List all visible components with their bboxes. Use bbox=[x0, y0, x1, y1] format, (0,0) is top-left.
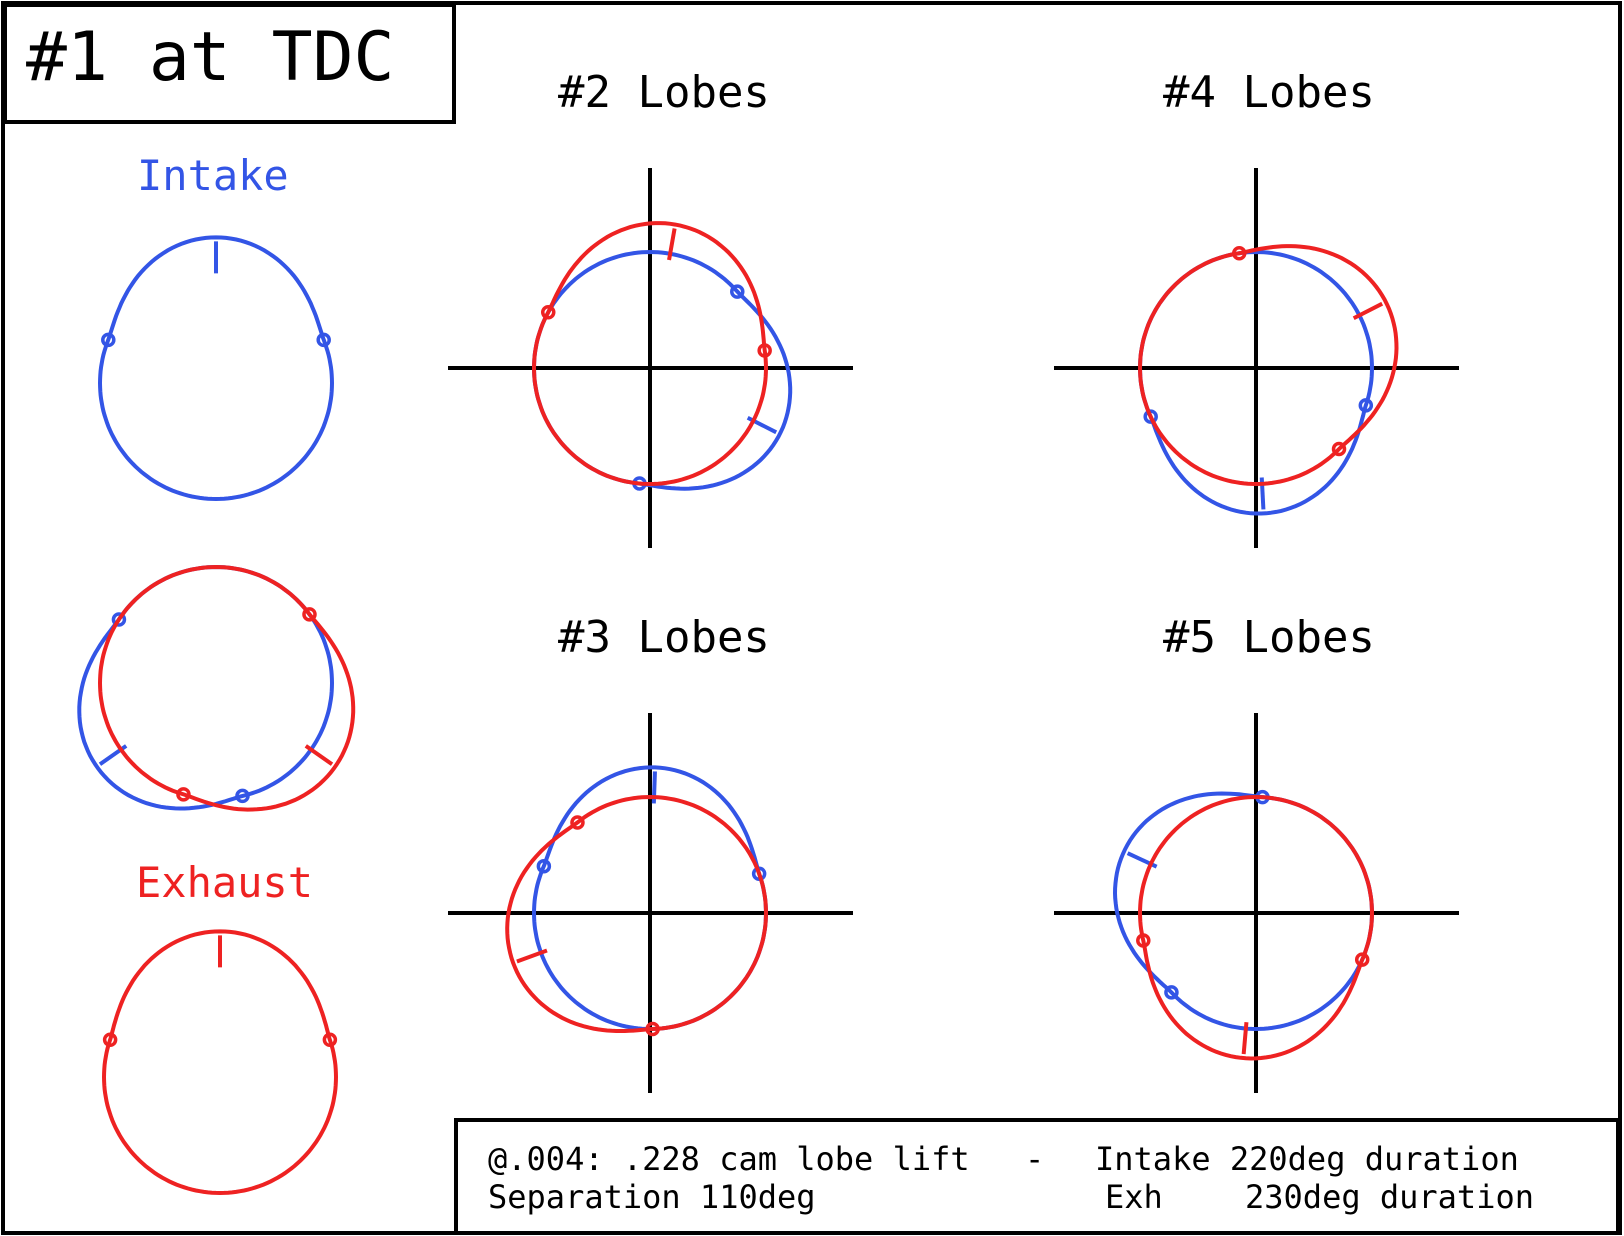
spec-lift: @.004: .228 cam lobe lift bbox=[488, 1140, 970, 1178]
panel-title-lobes3: #3 Lobes bbox=[558, 612, 770, 663]
intake-opening-point bbox=[235, 788, 250, 804]
intake-opening-point bbox=[730, 284, 745, 299]
axes-lobes4 bbox=[1054, 168, 1459, 548]
spec-intake-duration: Intake 220deg duration bbox=[1095, 1140, 1519, 1178]
intake-label: Intake bbox=[137, 151, 289, 200]
exhaust-closing-point bbox=[1331, 441, 1347, 457]
intake-lobe-profile bbox=[77, 564, 335, 811]
spec-exh-label: Exh bbox=[1105, 1178, 1163, 1216]
exhaust-lobe-profile bbox=[1137, 794, 1375, 1061]
intake-opening-point bbox=[1164, 985, 1179, 1000]
intake-closing-point bbox=[1143, 409, 1158, 424]
exhaust-lobe-profile bbox=[101, 929, 339, 1196]
spec-exh-duration: 230deg duration bbox=[1245, 1178, 1534, 1216]
panel-title-lobes4: #4 Lobes bbox=[1163, 67, 1375, 118]
exhaust-lobe-profile bbox=[97, 564, 356, 812]
exhaust-lobe-profile bbox=[505, 794, 769, 1033]
intake-lobe bbox=[97, 235, 335, 502]
exhaust-opening-point bbox=[645, 1021, 660, 1037]
exhaust-opening-point bbox=[541, 305, 556, 320]
exhaust-closing-point bbox=[757, 343, 772, 358]
exhaust-opening-point bbox=[1232, 245, 1247, 261]
intake-closing-point bbox=[111, 612, 127, 627]
exhaust-lobe bbox=[101, 929, 339, 1196]
intake-opening-point bbox=[101, 332, 116, 348]
exhaust-lobe-profile bbox=[1137, 244, 1399, 487]
exhaust-closing-point bbox=[570, 815, 585, 830]
lobes5-profiles bbox=[1112, 789, 1375, 1061]
exhaust-nose-line bbox=[667, 228, 677, 261]
intake-opening-point bbox=[1358, 398, 1374, 413]
exhaust-nose-line bbox=[304, 744, 334, 766]
spec-dash: - bbox=[1025, 1140, 1044, 1178]
exhaust-closing-point bbox=[322, 1032, 338, 1048]
panel-title-lobes2: #2 Lobes bbox=[558, 67, 770, 118]
title-box bbox=[3, 3, 456, 124]
lobes4-profiles bbox=[1137, 244, 1399, 516]
exhaust-nose-line bbox=[1241, 1022, 1249, 1055]
exhaust-label: Exhaust bbox=[136, 858, 313, 907]
spec-box bbox=[454, 1118, 1620, 1235]
exhaust-opening-point bbox=[1354, 952, 1370, 967]
exhaust-closing-point bbox=[176, 787, 191, 802]
intake-lobe-profile bbox=[97, 235, 335, 502]
exhaust-nose-line bbox=[1352, 301, 1384, 321]
exhaust-nose-line bbox=[516, 948, 548, 964]
exhaust-opening-point bbox=[102, 1032, 118, 1048]
panel-title-lobes5: #5 Lobes bbox=[1163, 612, 1375, 663]
lobes3-profiles bbox=[505, 765, 769, 1037]
exhaust-lobe-profile bbox=[531, 221, 769, 487]
exhaust-opening-point bbox=[302, 607, 317, 622]
exhaust-closing-point bbox=[1136, 933, 1151, 948]
intake-closing-point bbox=[316, 332, 331, 348]
lobes2-profiles bbox=[531, 221, 793, 491]
intake-exhaust-pair bbox=[77, 564, 356, 812]
spec-separation: Separation 110deg bbox=[488, 1178, 816, 1216]
title-text: #1 at TDC bbox=[26, 18, 394, 97]
intake-opening-point bbox=[536, 858, 552, 874]
